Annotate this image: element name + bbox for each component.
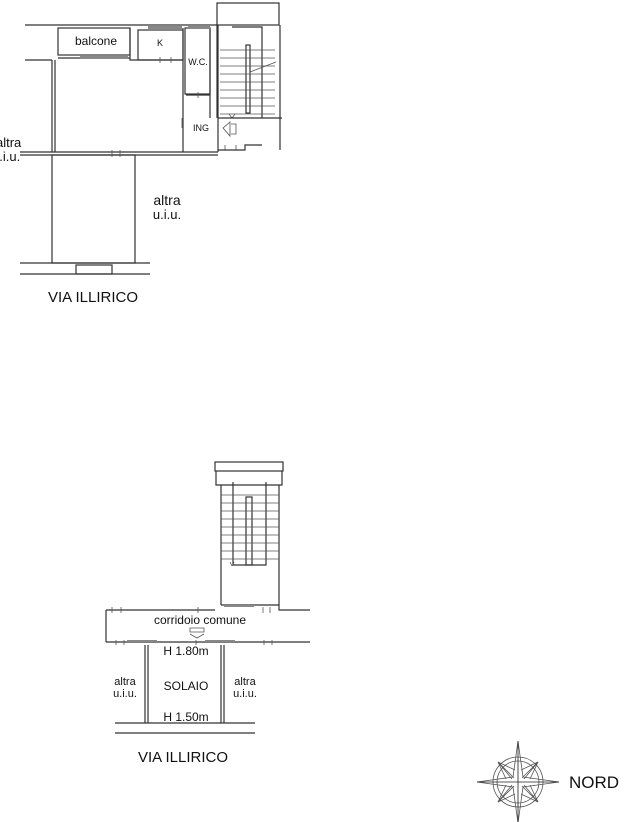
height-bottom-label: H 1.50m [163, 710, 208, 724]
room-label-balcony: balcone [75, 34, 117, 48]
neighbor-left-label-1: altra [0, 135, 22, 150]
neighbor-left-label-2: u.i.u. [113, 688, 137, 700]
neighbor-left-label-2: u.i.u. [0, 149, 20, 164]
compass-label: NORD [569, 773, 619, 792]
room-label-kitchen: K [157, 38, 163, 48]
neighbor-right-label-2: u.i.u. [153, 207, 181, 222]
neighbor-right-label-1: altra [153, 192, 180, 208]
room-label-entrance: ING [193, 123, 209, 133]
upper-floor-plan: balcone K W.C. ING altra u.i.u. altra u.… [0, 2, 282, 306]
neighbor-right-label-1: altra [234, 676, 256, 688]
room-label-bathroom: W.C. [188, 57, 208, 67]
street-label-lower: VIA ILLIRICO [138, 749, 228, 766]
neighbor-right-label-2: u.i.u. [233, 688, 257, 700]
balcony-room [57, 27, 131, 56]
lower-floor-plan: corridoio comune H 1.80m SOLAIO H 1.50m … [105, 461, 310, 766]
staircase-lower [214, 461, 284, 605]
neighbor-left-label-1: altra [114, 676, 136, 688]
corridor-label: corridoio comune [154, 613, 246, 627]
lower-room [51, 154, 136, 264]
height-top-label: H 1.80m [163, 644, 208, 658]
room-label-storage: SOLAIO [164, 679, 209, 693]
compass-rose-icon [476, 740, 560, 822]
staircase-upper [216, 2, 282, 151]
street-label-upper: VIA ILLIRICO [48, 289, 138, 306]
